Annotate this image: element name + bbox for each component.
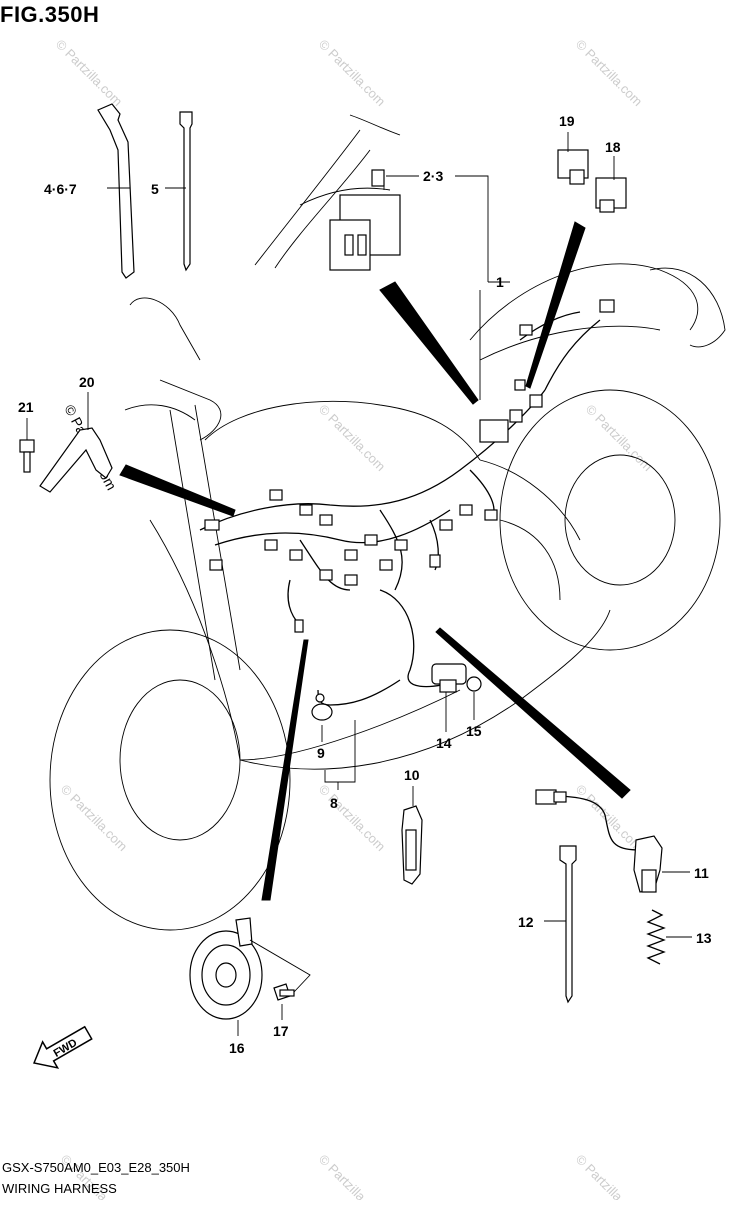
front-brake-disc-outline bbox=[119, 679, 241, 841]
grommet-9 bbox=[311, 693, 333, 721]
motorcycle-outline bbox=[49, 114, 726, 931]
horn-16 bbox=[189, 917, 263, 1020]
callout-12: 12 bbox=[518, 914, 534, 930]
figure-name: WIRING HARNESS bbox=[2, 1181, 117, 1196]
callout-21: 21 bbox=[18, 399, 34, 415]
sensor-14 bbox=[431, 663, 482, 693]
callout-14: 14 bbox=[436, 735, 452, 751]
fwd-label: FWD bbox=[52, 1037, 80, 1060]
clamp-10 bbox=[401, 805, 423, 885]
watermark-text: © Partzilla.com bbox=[58, 782, 131, 855]
callout-2-3: 2·3 bbox=[423, 168, 443, 184]
callout-4-6-7: 4·6·7 bbox=[44, 181, 77, 197]
fuse-box bbox=[299, 169, 401, 271]
callout-9: 9 bbox=[317, 745, 325, 761]
callout-5: 5 bbox=[151, 181, 159, 197]
bracket-and-bolt bbox=[19, 427, 113, 493]
watermark-text: © Partzilla.com bbox=[316, 1152, 389, 1200]
callout-18: 18 bbox=[605, 139, 621, 155]
watermark-text: © Partzilla.com bbox=[573, 37, 646, 110]
cable-ties bbox=[97, 103, 577, 1004]
watermark-text: © Partzilla.com bbox=[316, 37, 389, 110]
front-wheel-outline bbox=[49, 629, 291, 931]
pointer-wedge bbox=[119, 464, 236, 517]
watermark-text: © Partzilla.com bbox=[316, 402, 389, 475]
callout-10: 10 bbox=[404, 767, 420, 783]
watermark-text: © Partzilla.com bbox=[53, 37, 126, 110]
sensor-11 bbox=[535, 789, 663, 893]
callout-17: 17 bbox=[273, 1023, 289, 1039]
callout-8: 8 bbox=[330, 795, 338, 811]
rear-hub-outline bbox=[564, 454, 676, 586]
callout-11: 11 bbox=[694, 865, 709, 881]
pointer-wedges bbox=[119, 221, 631, 901]
callout-19: 19 bbox=[559, 113, 575, 129]
callout-13: 13 bbox=[696, 930, 712, 946]
callout-labels: 1 2·3 4·6·7 5 8 9 10 11 12 13 14 15 16 1… bbox=[18, 113, 712, 1056]
spring-13 bbox=[646, 909, 666, 965]
fwd-arrow-icon bbox=[32, 1025, 93, 1069]
pointer-wedge bbox=[261, 639, 309, 901]
wiring-harness bbox=[199, 299, 615, 706]
watermark-text: © Partzilla.com bbox=[573, 1152, 646, 1200]
bolt-17 bbox=[273, 983, 295, 1001]
pointer-wedge bbox=[525, 221, 586, 389]
watermark-text: © Partzilla.com bbox=[573, 782, 646, 855]
figure-code: GSX-S750AM0_E03_E28_350H bbox=[2, 1160, 190, 1175]
callout-16: 16 bbox=[229, 1040, 245, 1056]
leader-lines bbox=[26, 132, 692, 1036]
callout-1: 1 bbox=[496, 274, 504, 290]
callout-15: 15 bbox=[466, 723, 482, 739]
fwd-arrow: FWD bbox=[32, 1025, 93, 1069]
pointer-wedge bbox=[379, 281, 479, 405]
relays bbox=[557, 149, 627, 213]
figure-title: FIG.350H bbox=[0, 2, 100, 27]
pointer-wedge bbox=[435, 627, 631, 799]
watermark-text: © Partzilla.com bbox=[316, 782, 389, 855]
callout-20: 20 bbox=[79, 374, 95, 390]
